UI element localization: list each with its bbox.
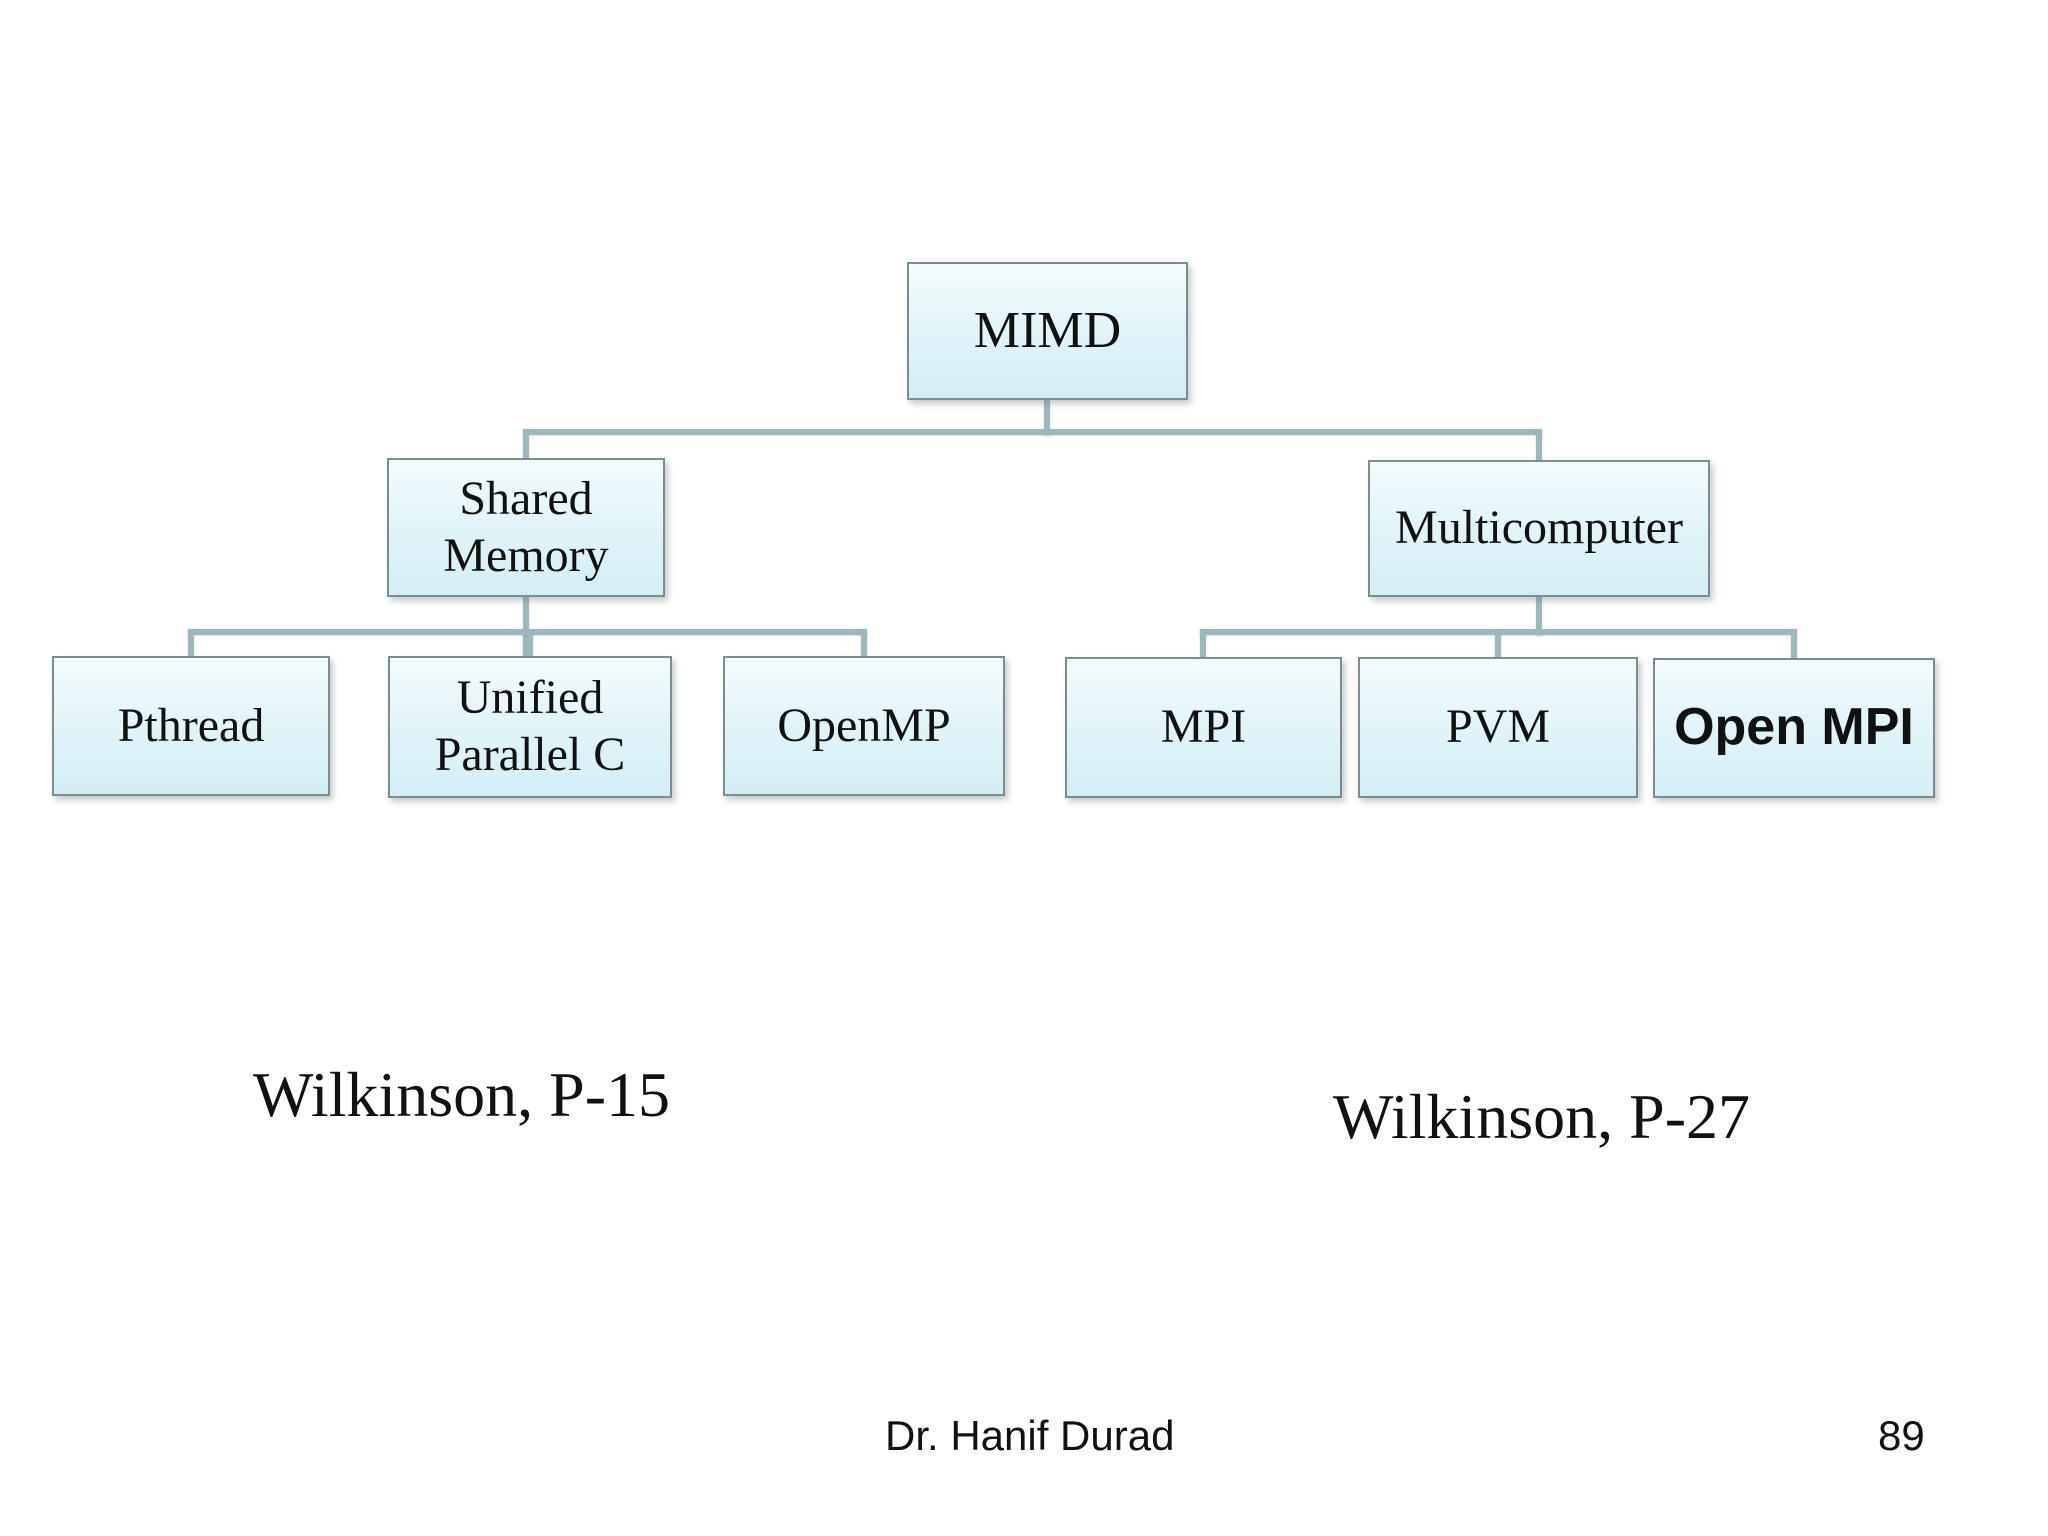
node-open-mpi: Open MPI: [1653, 658, 1935, 798]
node-unified-parallel-c: Unified Parallel C: [388, 656, 672, 798]
connector-drop-pthread: [188, 629, 194, 656]
connector-shared-memory-stem: [523, 597, 529, 656]
connector-drop-shared-memory: [523, 429, 529, 460]
node-openmp-label: OpenMP: [777, 698, 951, 752]
connector-drop-open-mpi: [1791, 629, 1797, 658]
node-pvm: PVM: [1358, 657, 1638, 798]
node-multicomputer: Multicomputer: [1368, 460, 1710, 597]
reference-right: Wilkinson, P-27: [1333, 1081, 1750, 1152]
node-shared-memory-label: Shared Memory: [443, 471, 609, 582]
connector-drop-mpi: [1200, 629, 1206, 657]
node-pthread: Pthread: [52, 656, 330, 796]
footer-author: Dr. Hanif Durad: [885, 1412, 1175, 1459]
connector-drop-multicomputer: [1536, 429, 1542, 462]
connector-drop-openmp: [861, 629, 867, 656]
connector-level1-bus: [523, 429, 1542, 435]
connector-drop-pvm: [1495, 629, 1501, 657]
node-mpi-label: MPI: [1160, 700, 1247, 754]
reference-left: Wilkinson, P-15: [253, 1059, 670, 1130]
connector-root-stem: [1044, 400, 1050, 435]
node-mpi: MPI: [1065, 657, 1342, 798]
node-pvm-label: PVM: [1445, 700, 1551, 754]
page-number: 89: [1878, 1412, 1925, 1459]
node-mimd: MIMD: [907, 262, 1188, 400]
node-pthread-label: Pthread: [117, 698, 265, 752]
node-multicomputer-label: Multicomputer: [1395, 501, 1683, 555]
connector-drop-upc: [527, 629, 533, 656]
node-unified-parallel-c-label: Unified Parallel C: [434, 671, 626, 781]
node-mimd-label: MIMD: [973, 302, 1122, 360]
node-shared-memory: Shared Memory: [387, 458, 665, 597]
connector-multicomputer-stem: [1536, 597, 1542, 635]
node-open-mpi-label: Open MPI: [1674, 698, 1914, 757]
node-openmp: OpenMP: [723, 656, 1005, 796]
